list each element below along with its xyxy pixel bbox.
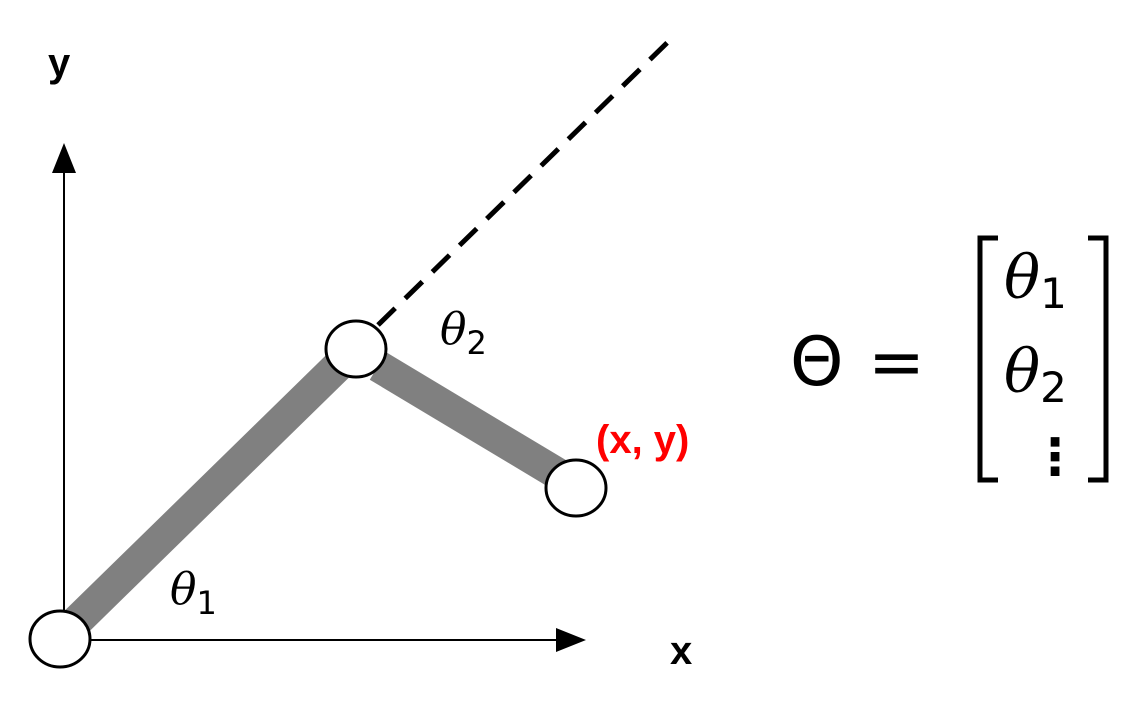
- base-joint: [28, 609, 92, 669]
- x-axis-arrowhead: [556, 628, 586, 652]
- link-2: [369, 352, 567, 488]
- end-effector-label: (x, y): [596, 418, 689, 462]
- equals-sign: =: [868, 323, 925, 402]
- elbow-joint: [324, 319, 388, 379]
- link1-extension-dashed: [376, 36, 674, 327]
- vector-ellipsis: ⋮: [1030, 428, 1080, 486]
- vector-entry-2: θ2: [1004, 337, 1067, 412]
- y-axis-label: y: [48, 41, 71, 85]
- theta-vector-name: Θ: [790, 323, 844, 402]
- x-axis-label: x: [670, 629, 692, 673]
- y-axis-arrowhead: [52, 143, 76, 173]
- theta1-label: θ1: [170, 564, 217, 622]
- end-effector-joint: [544, 458, 608, 518]
- vector-entry-1: θ1: [1004, 243, 1067, 318]
- theta2-label: θ2: [440, 304, 487, 362]
- left-bracket: [977, 235, 998, 483]
- right-bracket: [1088, 235, 1109, 483]
- link-1: [64, 348, 356, 634]
